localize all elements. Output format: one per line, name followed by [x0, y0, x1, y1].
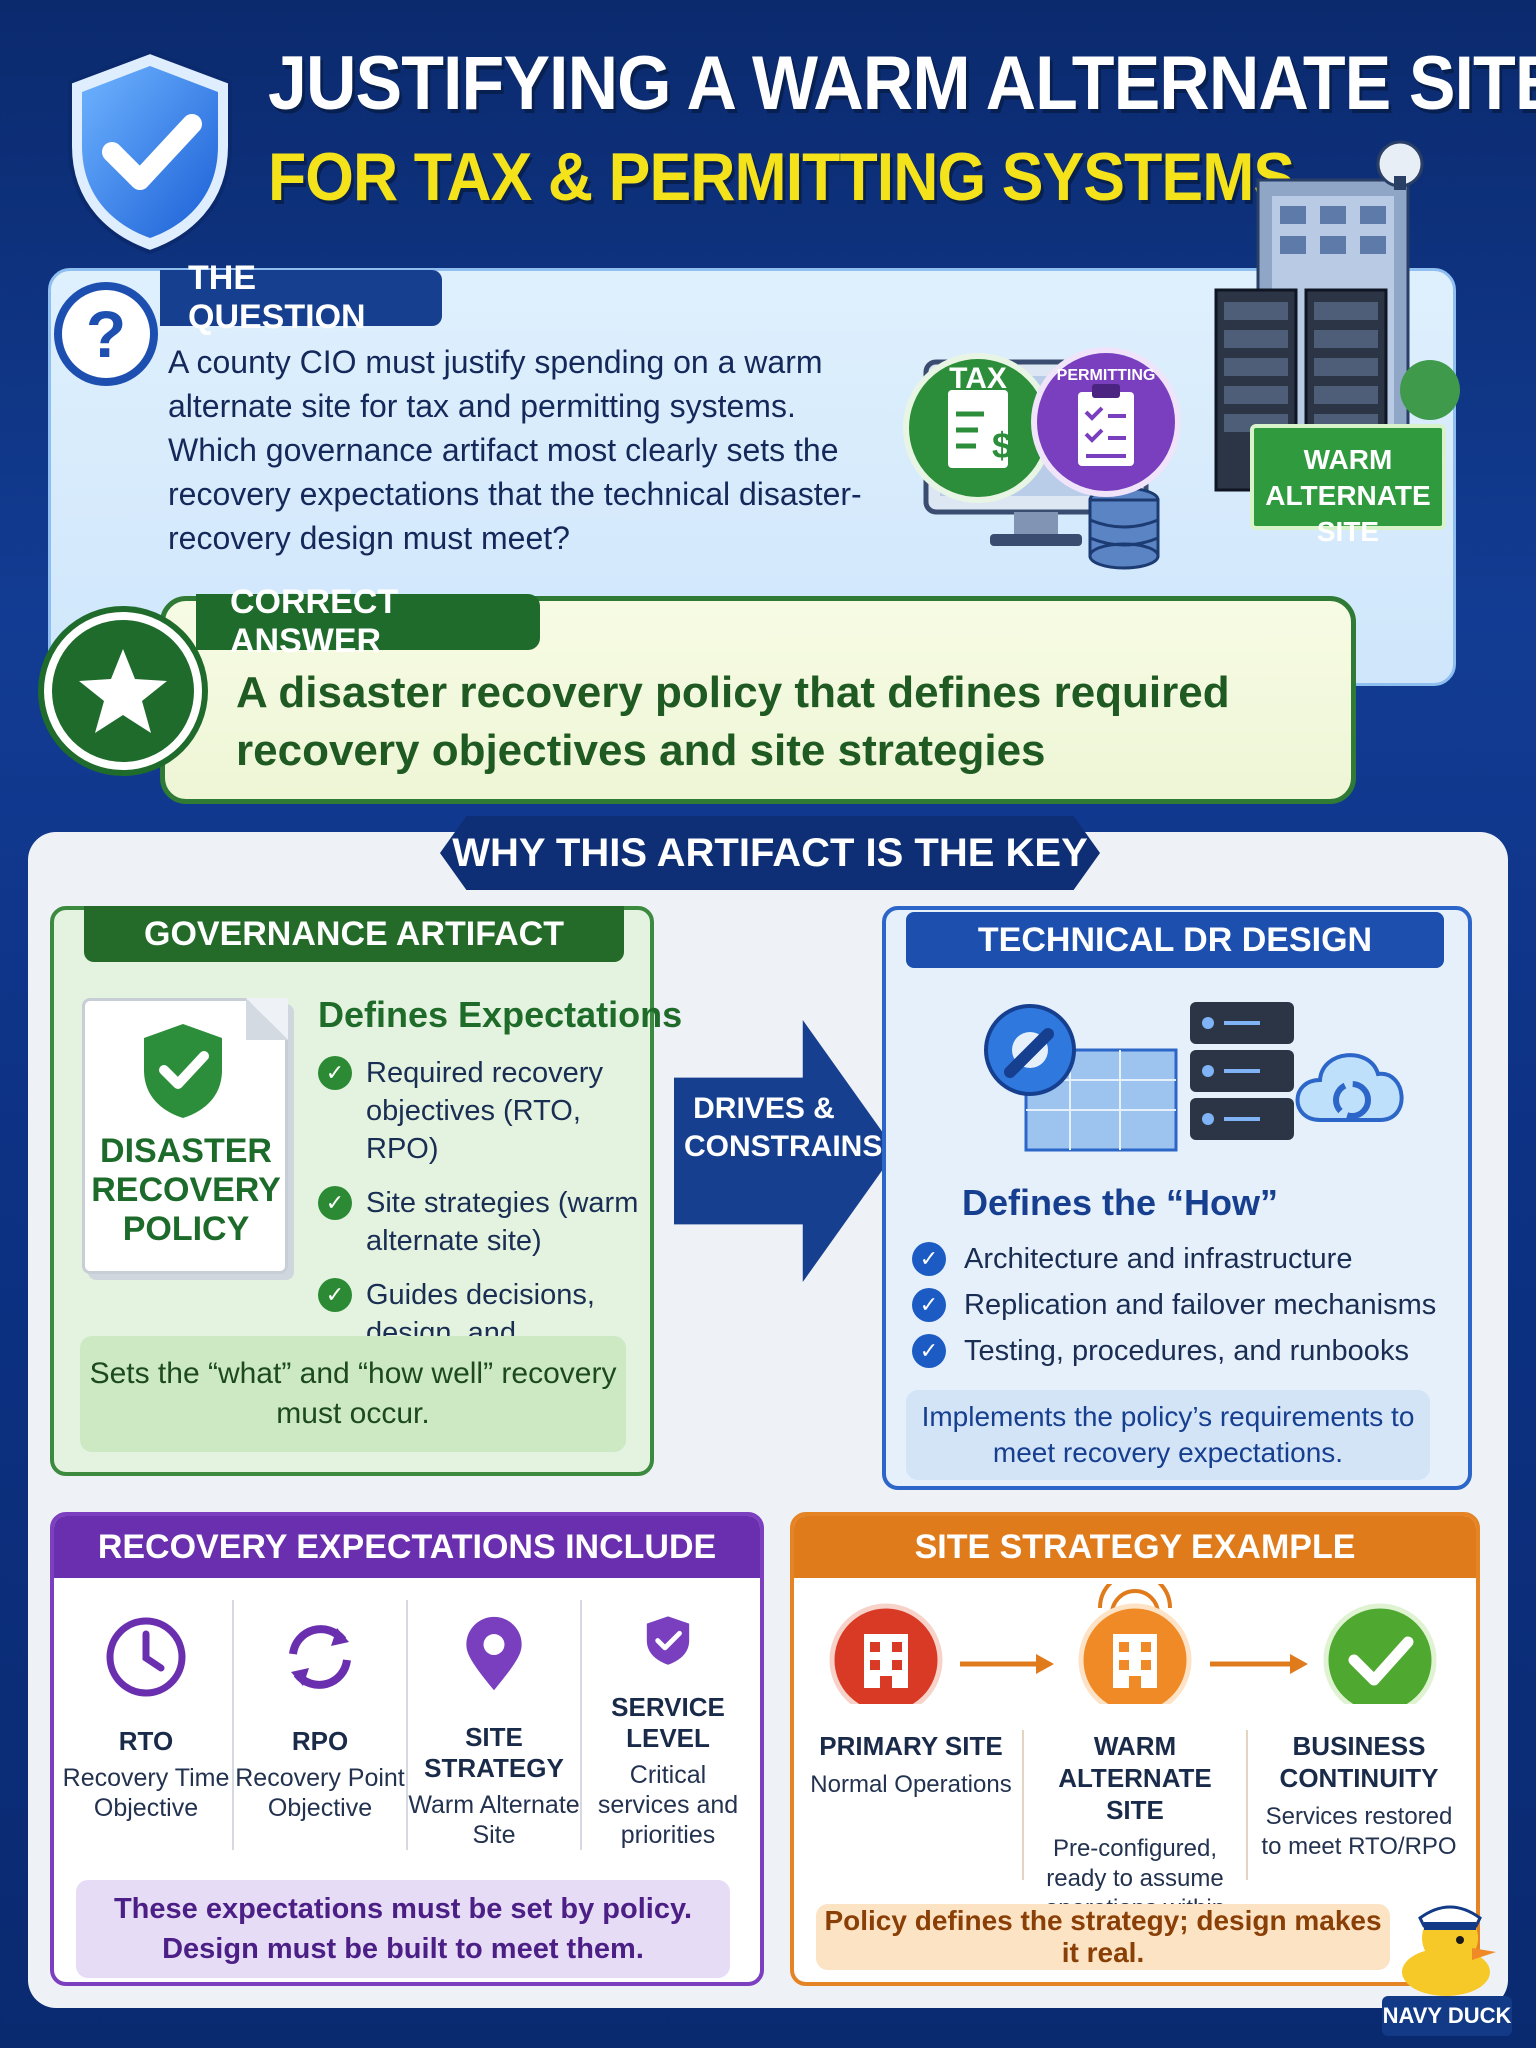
answer-label: CORRECT ANSWER: [196, 583, 540, 660]
page-subtitle: FOR TAX & PERMITTING SYSTEMS: [268, 139, 1295, 215]
list-item: RPO Recovery Point Objective: [234, 1600, 408, 1850]
why-banner: WHY THIS ARTIFACT IS THE KEY: [440, 816, 1100, 890]
list-item: WARM ALTERNATE SITE Pre-configured, read…: [1024, 1730, 1248, 1952]
technical-subheading: Defines the “How”: [962, 1182, 1279, 1223]
technical-note: Implements the policy’s requirements to …: [906, 1390, 1430, 1480]
governance-subheading: Defines Expectations: [318, 994, 683, 1035]
list-item: ✓ Testing, procedures, and runbooks: [912, 1332, 1452, 1370]
clock-icon: [106, 1617, 186, 1697]
list-item: ✓ Replication and failover mechanisms: [912, 1286, 1452, 1324]
shield-check-icon: [68, 49, 232, 255]
governance-list: ✓ Required recovery objectives (RTO, RPO…: [318, 1054, 648, 1406]
logo-label: NAVY DUCK: [1382, 1996, 1512, 2036]
question-text: A county CIO must justify spending on a …: [168, 344, 862, 556]
list-item: ✓ Architecture and infrastructure: [912, 1240, 1452, 1278]
technical-illustration: [984, 1002, 1404, 1152]
cycle-arrows-icon: [289, 1625, 351, 1689]
database-icon: [1088, 486, 1160, 570]
site-strategy-heading: SITE STRATEGY EXAMPLE: [794, 1516, 1476, 1578]
technical-heading: TECHNICAL DR DESIGN: [906, 912, 1444, 968]
list-item: BUSINESS CONTINUITY Services restored to…: [1261, 1731, 1457, 1860]
building-icon: [829, 1603, 943, 1704]
governance-note: Sets the “what” and “how well” recovery …: [80, 1336, 626, 1452]
svg-text:$: $: [992, 425, 1012, 466]
check-icon: ✓: [318, 1278, 352, 1312]
list-item: RTO Recovery Time Objective: [60, 1600, 234, 1850]
list-item: SITE STRATEGY Warm Alternate Site: [408, 1600, 582, 1850]
question-mark-icon: ?: [54, 282, 158, 386]
recovery-note: These expectations must be set by policy…: [76, 1880, 730, 1978]
list-item: ✓ Required recovery objectives (RTO, RPO…: [318, 1054, 648, 1168]
recovery-items: RTO Recovery Time Objective RPO Recovery…: [60, 1600, 754, 1850]
server-stack-icon: [1190, 1002, 1294, 1140]
check-icon: ✓: [912, 1288, 946, 1322]
technical-list: ✓ Architecture and infrastructure ✓ Repl…: [912, 1240, 1452, 1378]
check-icon: ✓: [318, 1186, 352, 1220]
check-icon: ✓: [912, 1334, 946, 1368]
check-icon: ✓: [318, 1056, 352, 1090]
policy-document-label: DISASTER RECOVERY POLICY: [91, 1132, 281, 1248]
tax-document-icon: $ TAX: [903, 353, 1053, 503]
drives-constrains-label: DRIVES & CONSTRAINS: [684, 1092, 883, 1163]
cloud-sync-icon: [1295, 1053, 1404, 1122]
check-circle-icon: [1323, 1603, 1437, 1704]
list-item: PRIMARY SITE Normal Operations: [800, 1730, 1024, 1880]
gear-wrench-icon: [984, 1004, 1076, 1096]
governance-heading: GOVERNANCE ARTIFACT: [84, 906, 624, 962]
shield-check-icon: [144, 1024, 222, 1118]
question-label: THE QUESTION: [160, 259, 442, 336]
site-strategy-steps: PRIMARY SITE Normal Operations WARM ALTE…: [800, 1730, 1470, 1952]
check-icon: ✓: [912, 1242, 946, 1276]
permitting-clipboard-icon: PERMITTING: [1031, 347, 1181, 497]
permitting-label: PERMITTING: [1057, 367, 1156, 384]
location-pin-icon: [466, 1616, 522, 1691]
shield-check-icon: [646, 1616, 690, 1665]
page-title: JUSTIFYING A WARM ALTERNATE SITE: [268, 41, 1536, 126]
recovery-heading: RECOVERY EXPECTATIONS INCLUDE: [54, 1516, 760, 1578]
document-fold: [246, 998, 288, 1040]
duck-logo-icon: [1402, 1905, 1496, 1996]
star-icon: [44, 612, 202, 770]
warm-alternate-site-badge: WARM ALTERNATE SITE: [1250, 424, 1446, 547]
tax-label: TAX: [949, 362, 1007, 395]
site-strategy-note: Policy defines the strategy; design make…: [816, 1904, 1390, 1970]
building-signal-icon: [1078, 1584, 1192, 1704]
answer-text: A disaster recovery policy that defines …: [236, 668, 1230, 775]
list-item: ✓ Site strategies (warm alternate site): [318, 1184, 648, 1260]
site-strategy-flow: [829, 1584, 1437, 1704]
right-arrow-icon: [1210, 1654, 1308, 1674]
right-arrow-icon: [960, 1654, 1054, 1674]
list-item: SERVICE LEVEL Critical services and prio…: [582, 1600, 754, 1850]
